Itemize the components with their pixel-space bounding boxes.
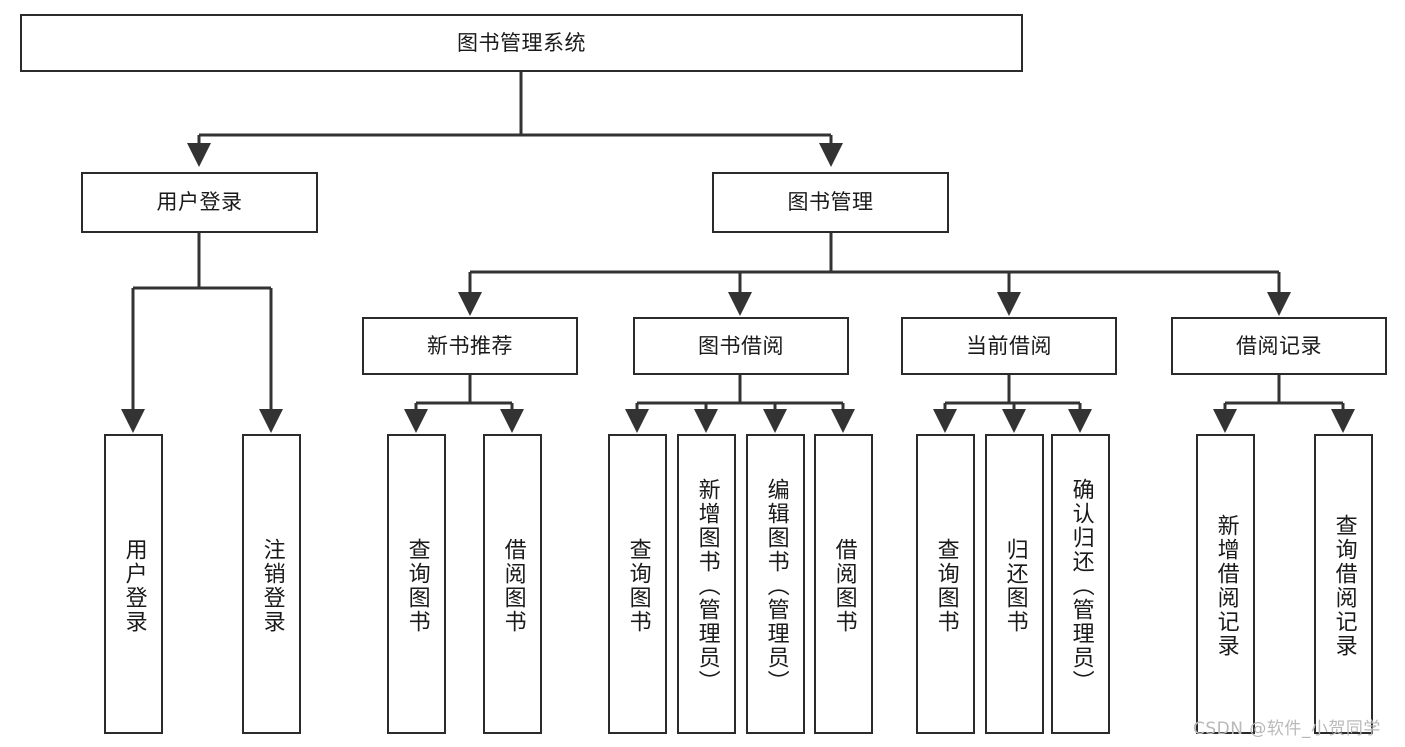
node-book-borrow[interactable]: 图书借阅 [633,317,849,375]
node-root-label: 图书管理系统 [457,30,586,55]
node-leaf-edit-book-label: 编辑图书（管理员） [763,478,789,694]
node-borrow-record[interactable]: 借阅记录 [1171,317,1387,375]
node-leaf-user-logout-label: 注销登录 [259,538,285,634]
node-leaf-confirm-return[interactable]: 确认归还（管理员） [1051,434,1110,734]
node-leaf-query-book-3[interactable]: 查询图书 [916,434,975,734]
node-leaf-query-book-2-label: 查询图书 [625,538,651,634]
node-user-login[interactable]: 用户登录 [81,172,318,233]
node-current-borrow[interactable]: 当前借阅 [901,317,1117,375]
node-book-mgmt-label: 图书管理 [787,190,874,215]
node-leaf-borrow-book-1-label: 借阅图书 [500,538,526,634]
node-leaf-query-record[interactable]: 查询借阅记录 [1314,434,1373,734]
node-current-borrow-label: 当前借阅 [966,333,1052,358]
node-borrow-record-label: 借阅记录 [1236,333,1322,358]
node-leaf-borrow-book-2-label: 借阅图书 [831,538,857,634]
node-leaf-user-logout[interactable]: 注销登录 [242,434,301,734]
node-leaf-return-book[interactable]: 归还图书 [985,434,1044,734]
node-user-login-label: 用户登录 [156,190,243,215]
node-leaf-borrow-book-2[interactable]: 借阅图书 [814,434,873,734]
node-leaf-query-book-2[interactable]: 查询图书 [608,434,667,734]
node-leaf-return-book-label: 归还图书 [1002,538,1028,634]
node-book-mgmt[interactable]: 图书管理 [712,172,949,233]
node-new-book-rec-label: 新书推荐 [427,333,513,358]
node-leaf-add-book-label: 新增图书（管理员） [694,478,720,694]
node-root[interactable]: 图书管理系统 [20,14,1023,72]
node-leaf-add-record[interactable]: 新增借阅记录 [1196,434,1255,734]
node-leaf-borrow-book-1[interactable]: 借阅图书 [483,434,542,734]
node-leaf-query-book-1-label: 查询图书 [404,538,430,634]
node-leaf-edit-book[interactable]: 编辑图书（管理员） [746,434,805,734]
node-book-borrow-label: 图书借阅 [698,333,784,358]
node-leaf-add-book[interactable]: 新增图书（管理员） [677,434,736,734]
node-leaf-query-record-label: 查询借阅记录 [1331,514,1357,658]
node-leaf-query-book-1[interactable]: 查询图书 [387,434,446,734]
node-leaf-user-login-label: 用户登录 [121,538,147,634]
node-new-book-rec[interactable]: 新书推荐 [362,317,578,375]
node-leaf-user-login[interactable]: 用户登录 [104,434,163,734]
node-leaf-query-book-3-label: 查询图书 [933,538,959,634]
node-leaf-confirm-return-label: 确认归还（管理员） [1068,478,1094,694]
node-leaf-add-record-label: 新增借阅记录 [1213,514,1239,658]
